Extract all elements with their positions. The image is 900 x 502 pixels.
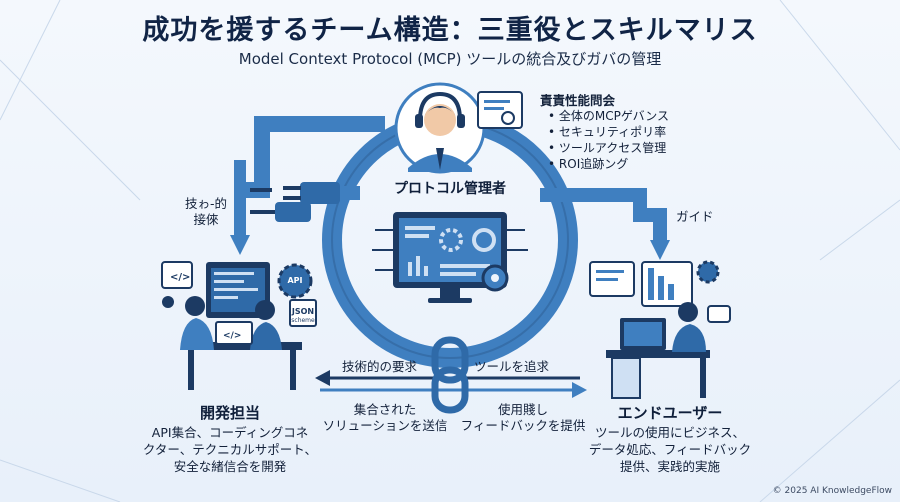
- user-description: ツールの使用にビジネス、 データ処応、フィードバック 提供、実践的実施: [588, 425, 752, 474]
- svg-text:</>: </>: [170, 272, 190, 283]
- protocol-manager-avatar: [394, 82, 486, 174]
- user-title: エンドユーザー: [617, 404, 723, 422]
- json-badge: JSON scheme: [291, 307, 315, 324]
- chain-link-icon: [431, 336, 469, 414]
- center-monitor-icon: [372, 212, 528, 303]
- role-item: ツールアクセス管理: [548, 140, 669, 156]
- document-settings-icon: [477, 91, 523, 129]
- plug-connector: [250, 182, 360, 222]
- role-item: 全体のMCPゲバンス: [548, 108, 669, 124]
- solution-label: 集合された ソリューションを送信: [322, 402, 448, 433]
- roles-list: 全体のMCPゲバンス セキュリティポリ率 ツールアクセス管理 ROI追跡ング: [548, 108, 669, 172]
- protocol-manager-label: プロトコル管理者: [394, 181, 506, 197]
- roles-title: 責責性能問会: [540, 93, 616, 108]
- tool-request-label: ツールを追求: [474, 359, 550, 374]
- developer-scene: </> </>: [161, 261, 317, 390]
- right-pipe: [540, 188, 667, 240]
- page-title: 成功を援するチーム構造：三重役とスキルマリス: [142, 15, 758, 46]
- page-subtitle: Model Context Protocol (MCP) ツールの統合及びガバの…: [238, 50, 662, 68]
- role-item: セキュリティポリ率: [548, 124, 669, 140]
- end-user-scene: [589, 260, 731, 399]
- right-arrow-label: ガイド: [676, 209, 714, 224]
- api-badge: API: [287, 276, 303, 285]
- feedback-label: 使用賤し フィードバックを提供: [460, 402, 586, 433]
- copyright: © 2025 AI KnowledgeFlow: [772, 486, 892, 496]
- tech-request-label: 技術的の要求: [342, 359, 418, 374]
- role-item: ROI追跡ング: [548, 156, 669, 172]
- svg-text:</>: </>: [223, 331, 241, 341]
- dev-description: API集合、コーディングコネ クター、テクニカルサポート、 安全な緒信合を開発: [142, 425, 318, 474]
- dev-title: 開発担当: [199, 404, 260, 422]
- left-arrow-label: 技ゎ-的 接倈: [184, 196, 227, 227]
